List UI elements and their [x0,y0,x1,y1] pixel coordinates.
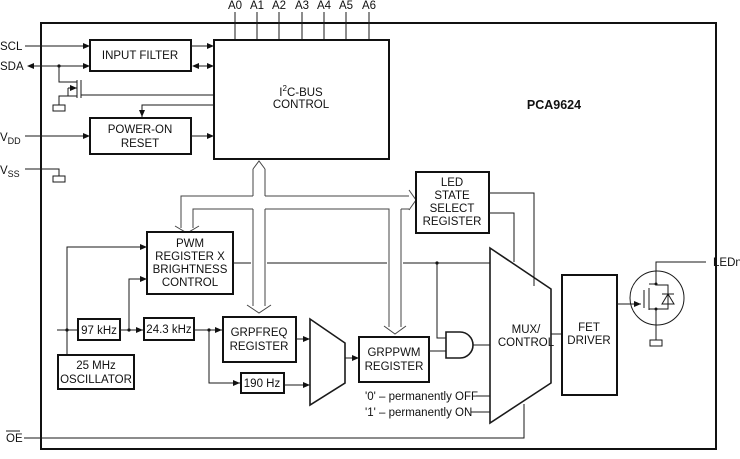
pin-a0: A0 [228,0,242,12]
grppwm-register-block [358,336,430,383]
osc-25mhz-line2: OSCILLATOR [60,374,132,386]
led-state-line4: REGISTER [423,216,482,228]
pin-a2: A2 [272,0,286,12]
led-state-line2: STATE [434,190,470,202]
osc-25mhz-line1: 25 MHz [76,360,116,372]
por-label-line1: POWER-ON [108,124,173,136]
pin-a5: A5 [339,0,353,12]
pwm-line4: CONTROL [162,277,219,289]
pwm-register-block [146,231,234,295]
power-on-reset-block [89,117,192,155]
fet-line1: FET [578,322,600,334]
led-state-line3: SELECT [430,203,475,215]
sda-transistor-icon [52,66,214,112]
osc-190hz-label: 190 Hz [244,378,281,390]
pin-oe: OE [6,433,23,445]
input-filter-block [89,39,192,72]
fet-driver-block [561,274,618,396]
fet-line2: DRIVER [567,335,610,347]
pin-sda: SDA [0,61,24,73]
mux-control-block [489,246,552,425]
pwm-line2: REGISTER X [155,251,225,263]
input-filter-label: INPUT FILTER [102,50,178,62]
pwm-line1: PWM [176,238,204,250]
osc-24-3khz-block [143,317,195,341]
grpfreq-line1: GRPFREQ [231,327,288,339]
osc-190hz-block [240,372,285,394]
pwm-line3: BRIGHTNESS [153,264,228,276]
i2c-bus-control-block [213,39,390,160]
perm-off-label: '0' – permanently OFF [365,391,478,403]
grppwm-line2: REGISTER [365,361,424,373]
mux-line2: CONTROL [498,337,555,349]
pin-a3: A3 [295,0,309,12]
pin-vdd: VDD [0,132,21,146]
chip-title: PCA9624 [527,98,581,112]
ground-icon [52,175,66,183]
frequency-mux [309,317,346,407]
led-state-select-register-block [415,171,490,234]
grpfreq-register-block [222,316,297,363]
pin-a6: A6 [362,0,376,12]
pin-a4: A4 [317,0,332,12]
grppwm-line1: GRPPWM [367,347,420,359]
osc-97khz-label: 97 kHz [81,325,117,337]
chip-outline [40,22,717,450]
and-gate-icon [445,331,474,359]
mux-line1: MUX/ [512,324,542,336]
perm-on-label: '1' – permanently ON [365,407,472,419]
oscillator-25mhz-block [57,354,135,390]
pin-a1: A1 [250,0,264,12]
pin-scl: SCL [0,41,23,53]
grpfreq-line2: REGISTER [230,341,289,353]
por-label-line2: RESET [121,138,159,150]
address-pins [234,12,370,40]
pin-vss: VSS [0,165,20,179]
i2c-label-line1: I2C-BUS [279,84,323,99]
led-state-line1: LED [441,177,463,189]
osc-24-3khz-label: 24.3 kHz [146,324,192,336]
i2c-label-line2: CONTROL [273,99,330,111]
pin-ledn: LEDn [713,257,740,269]
output-fet-icon [617,261,706,347]
